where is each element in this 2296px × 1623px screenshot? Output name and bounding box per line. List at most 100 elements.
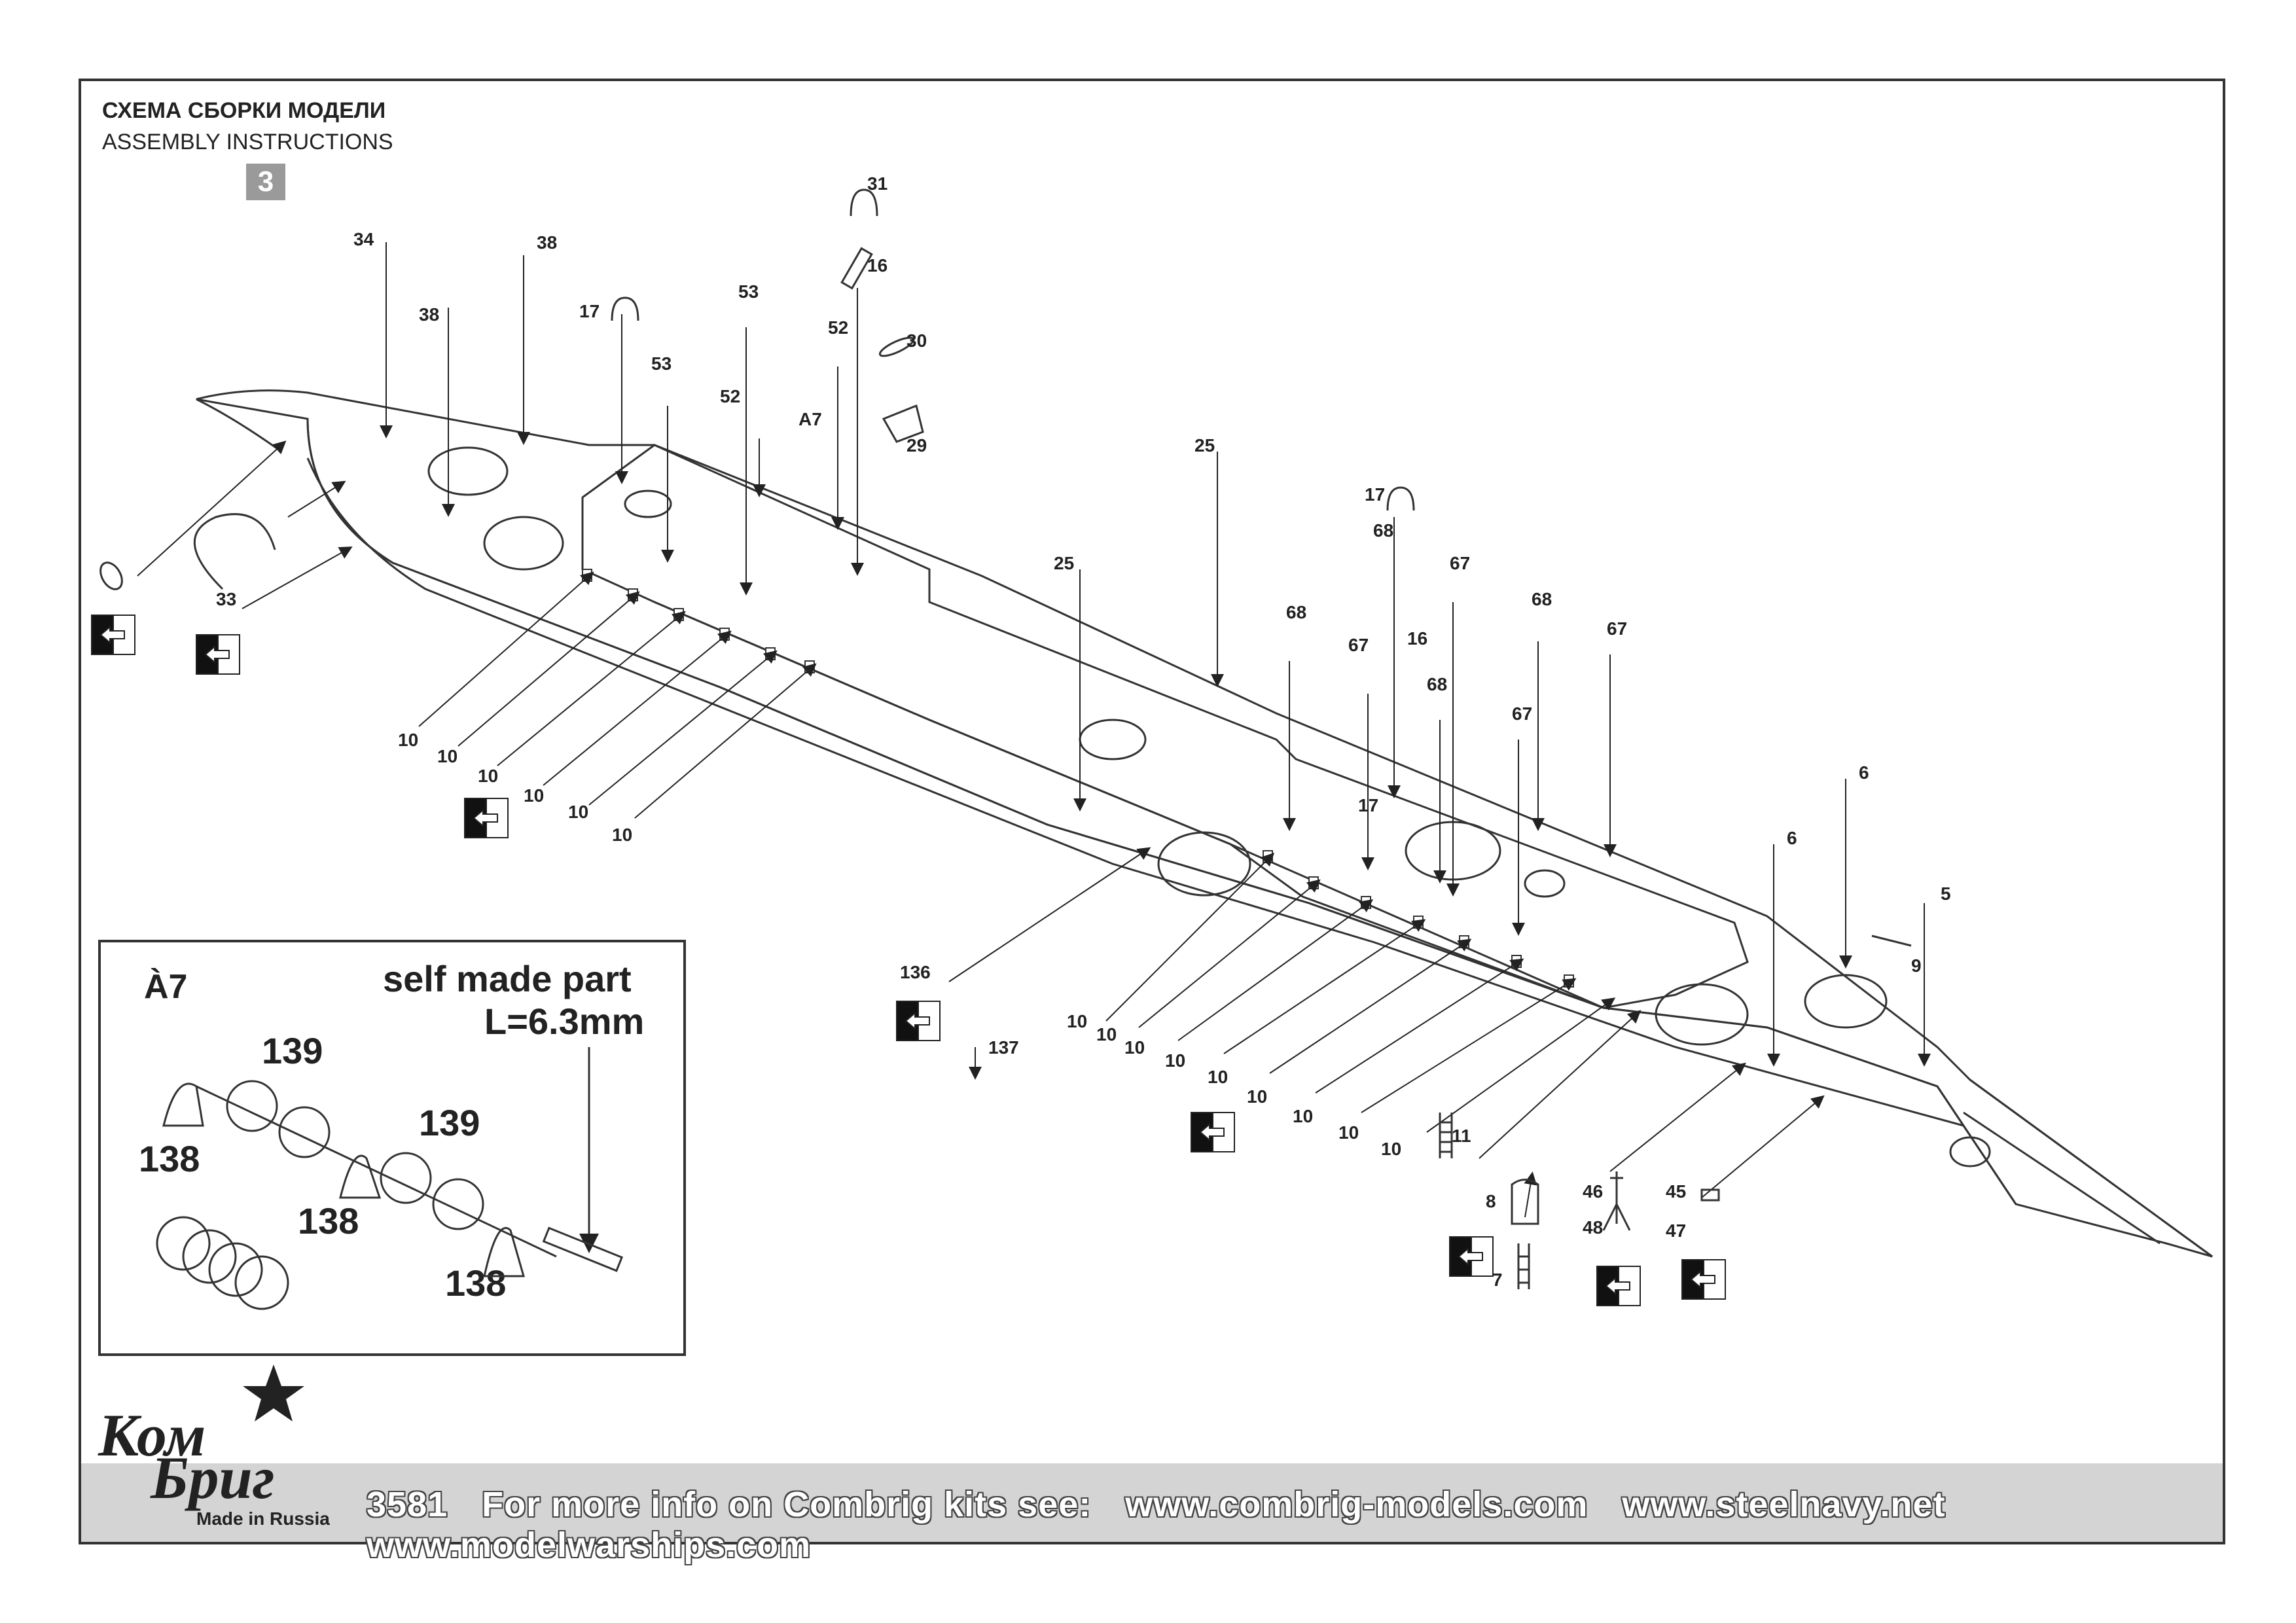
logo-star-icon (243, 1364, 304, 1421)
superstructure (581, 444, 1749, 1009)
footer-bar (81, 1463, 2223, 1542)
inset-wheel-4 (432, 1178, 484, 1230)
callout-68: 68 (1373, 520, 1393, 541)
callout-45: 45 (1666, 1181, 1686, 1202)
stern-blade (1963, 1079, 2213, 1258)
callout-30: 30 (906, 330, 927, 351)
callout-8: 8 (1486, 1191, 1496, 1211)
part-anchor (99, 562, 123, 590)
part-17-rail (611, 296, 639, 321)
callout-136: 136 (900, 962, 931, 982)
inset-bracket-2 (339, 1154, 382, 1199)
inset-part-label: À7 (144, 968, 187, 1006)
inset-rod (542, 1226, 624, 1272)
callout-67: 67 (1512, 704, 1532, 724)
callout-53: 53 (738, 281, 759, 302)
callout-10: 10 (398, 730, 418, 750)
part-33-anchor-chain (193, 513, 276, 590)
title-english: ASSEMBLY INSTRUCTIONS (102, 130, 393, 154)
callout-67: 67 (1450, 553, 1470, 573)
inset-wheel-2 (278, 1106, 331, 1158)
callout-52: 52 (828, 317, 848, 338)
inset-detail-a7: À7 self made part L=6.3mm 139 139 138 13… (98, 940, 686, 1356)
footer-info: For more info on Combrig kits see: (482, 1485, 1092, 1524)
part-29-bracket (882, 404, 924, 443)
callout-11: 11 (1452, 1126, 1471, 1146)
footer-link-steelnavy[interactable]: www.steelnavy.net (1622, 1485, 1946, 1524)
logo-tagline: Made in Russia (196, 1508, 330, 1529)
callout-17: 17 (579, 301, 600, 321)
callout-10: 10 (1338, 1122, 1359, 1143)
part-17b-rail (1386, 486, 1415, 511)
barbette-5 (1655, 983, 1749, 1046)
part-30-disc (878, 336, 915, 357)
footer-link-combrig[interactable]: www.combrig-models.com (1125, 1485, 1588, 1524)
hatch-oval-2 (1079, 719, 1147, 760)
hatch-oval-4 (1949, 1136, 1991, 1168)
callout-10: 10 (1165, 1050, 1185, 1071)
callout-labels: 31 16 34 38 38 17 53 53 52 52 30 A7 29 2… (216, 173, 1951, 1290)
arrow-box-icon (464, 798, 509, 838)
inset-label-138: 138 (445, 1262, 506, 1304)
callout-5: 5 (1941, 883, 1951, 904)
callout-25: 25 (1054, 553, 1074, 573)
callout-16: 16 (1407, 628, 1427, 649)
hull-side (306, 418, 2017, 1205)
arrow-box-icon (1596, 1266, 1641, 1306)
inset-label-139: 139 (262, 1030, 323, 1071)
callout-10: 10 (478, 766, 498, 786)
inset-assembly-wheel (156, 1216, 211, 1271)
part-glyphs (99, 188, 1912, 1289)
footer-text: 3581 For more info on Combrig kits see: … (367, 1484, 2296, 1565)
callout-A7: A7 (798, 409, 822, 429)
inset-label-139: 139 (419, 1102, 480, 1143)
callout-10: 10 (1124, 1037, 1145, 1058)
callout-10: 10 (1381, 1139, 1401, 1159)
inset-bracket-1 (162, 1082, 204, 1127)
inset-assembly-wheel (182, 1229, 237, 1284)
barbette-1 (427, 446, 509, 496)
callout-7: 7 (1492, 1270, 1503, 1290)
callout-25: 25 (1194, 435, 1215, 455)
callout-52: 52 (720, 386, 740, 406)
logo-word-kom: Ком (98, 1402, 206, 1469)
inset-bracket-3 (483, 1226, 525, 1277)
barbette-6 (1804, 974, 1888, 1029)
inset-assembly-wheel (208, 1242, 263, 1297)
hatch-oval-3 (1524, 869, 1566, 898)
inset-frame (98, 940, 686, 1356)
callout-68: 68 (1532, 589, 1552, 609)
inset-assembly-wheel (234, 1255, 289, 1310)
callout-10: 10 (612, 825, 632, 845)
part-45-light (1700, 1188, 1720, 1202)
inset-axle-line (196, 1085, 557, 1258)
callout-38: 38 (537, 232, 557, 253)
arrow-box-icon (1681, 1259, 1726, 1300)
callout-10: 10 (524, 785, 544, 806)
part-9-gun (1871, 935, 1912, 947)
callout-68: 68 (1286, 602, 1306, 622)
callout-10: 10 (568, 802, 588, 822)
inset-wheel-1 (226, 1080, 278, 1132)
callout-34: 34 (353, 229, 374, 249)
callout-10: 10 (437, 746, 457, 766)
direction-icons (91, 615, 1726, 1306)
callout-53: 53 (651, 353, 672, 374)
arrow-box-icon (1191, 1112, 1235, 1152)
footer-link-modelwarships[interactable]: www.modelwarships.com (367, 1525, 812, 1565)
page-frame (79, 79, 2225, 1544)
callout-68: 68 (1427, 674, 1447, 694)
arrow-box-icon (91, 615, 135, 655)
part-7-ladder (1517, 1243, 1530, 1289)
inset-note-line2: L=6.3mm (484, 1001, 644, 1042)
barbette-3 (1157, 831, 1251, 897)
callout-137: 137 (988, 1037, 1019, 1058)
callout-9: 9 (1911, 955, 1922, 976)
barbette-2 (483, 516, 564, 571)
callout-67: 67 (1348, 635, 1369, 655)
part-8-panel (1511, 1179, 1539, 1225)
callout-17: 17 (1358, 795, 1378, 815)
callout-10: 10 (1247, 1086, 1267, 1107)
arrow-box-icon (896, 1001, 941, 1041)
arrow-box-icon (196, 634, 240, 675)
